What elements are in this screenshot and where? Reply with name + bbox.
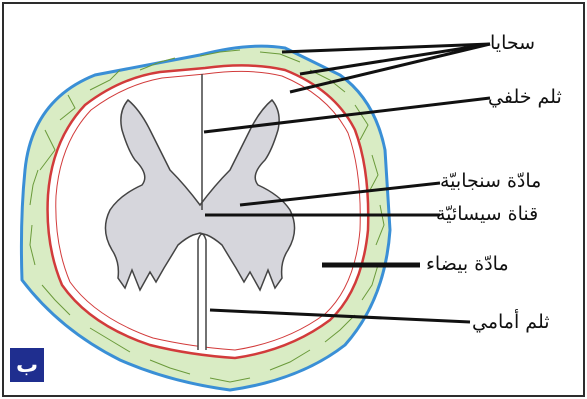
- label-anterior-fissure: ثلم أمامي: [472, 311, 550, 333]
- label-posterior-fissure: ثلم خلفي: [488, 86, 562, 108]
- label-meninges: سحايا: [490, 32, 535, 54]
- label-gray-matter: مادّة سنجابيّة: [440, 170, 541, 192]
- figure-badge: ب: [10, 348, 44, 382]
- label-central-canal: قناة سيسائيّة: [436, 203, 538, 225]
- anterior-fissure: [198, 234, 206, 350]
- label-white-matter: مادّة بيضاء: [426, 253, 509, 275]
